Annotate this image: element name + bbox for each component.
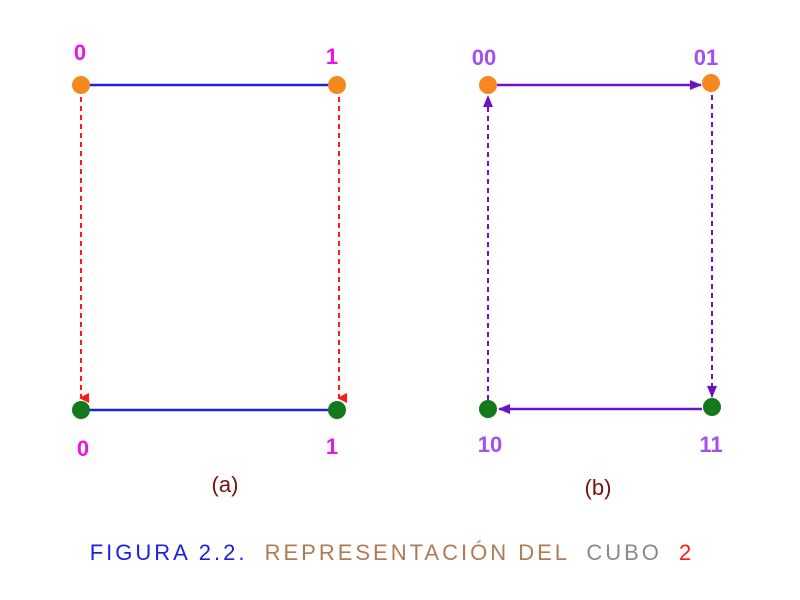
subcaption-b: (b)	[585, 475, 612, 500]
label-a-top-right: 1	[326, 44, 338, 69]
node-a-top-left	[72, 76, 90, 94]
label-a-bottom-right: 1	[326, 434, 338, 459]
label-a-bottom-left: 0	[77, 436, 89, 461]
label-b-bottom-right: 11	[699, 432, 722, 457]
label-a-top-left: 0	[74, 40, 86, 65]
node-a-top-right	[328, 76, 346, 94]
subcaption-a: (a)	[212, 472, 239, 497]
caption-figure-number: FIGURA 2.2.	[90, 540, 248, 565]
node-b-bottom-right	[703, 398, 721, 416]
label-b-top-right: 01	[694, 45, 718, 70]
diagram-a: 0 1 0 1 (a)	[72, 40, 347, 497]
diagram-b: 00 01 10 11 (b)	[472, 45, 723, 500]
node-a-bottom-right	[328, 401, 346, 419]
node-b-top-right	[702, 74, 720, 92]
node-a-bottom-left	[72, 401, 90, 419]
caption-representation: REPRESENTACIÓN DEL	[265, 540, 570, 565]
figure-caption: FIGURA 2.2. REPRESENTACIÓN DEL CUBO 2	[90, 540, 695, 565]
caption-dimension: 2	[679, 540, 694, 565]
node-b-bottom-left	[479, 400, 497, 418]
node-b-top-left	[479, 76, 497, 94]
label-b-top-left: 00	[472, 45, 496, 70]
caption-cube: CUBO	[586, 540, 662, 565]
label-b-bottom-left: 10	[478, 432, 502, 457]
